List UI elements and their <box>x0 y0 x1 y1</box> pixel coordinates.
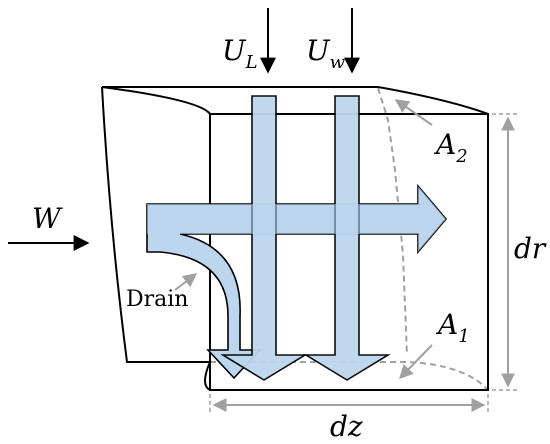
dz-label: dz <box>330 410 363 443</box>
dashed-lower-curve <box>210 361 489 391</box>
dr-label: dr <box>514 232 547 265</box>
vertical-flow-arrow-uw <box>303 95 391 381</box>
a2-pointer-arrow <box>394 99 433 126</box>
a1-pointer-arrow <box>399 344 433 380</box>
w-label: W <box>32 202 63 235</box>
ul-label: UL <box>222 34 258 73</box>
curved-element-outline <box>101 86 489 391</box>
vertical-flow-arrow-ul <box>220 95 308 381</box>
uw-label: Uw <box>306 34 346 73</box>
a2-label: A2 <box>433 128 468 167</box>
horizontal-flow-overlay <box>147 186 446 252</box>
drain-label: Drain <box>126 287 188 312</box>
a1-label: A1 <box>435 308 470 347</box>
dashed-upper-curve <box>377 87 408 356</box>
drain-pointer-arrow <box>174 273 198 291</box>
